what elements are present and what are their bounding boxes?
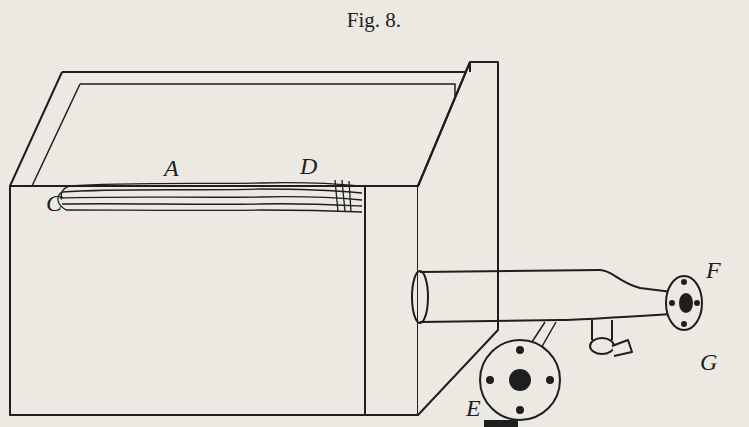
end-panel-top bbox=[365, 62, 470, 186]
pipe bbox=[420, 270, 672, 292]
rim-line bbox=[10, 72, 62, 186]
part-letter: D bbox=[300, 154, 317, 178]
trough-front bbox=[10, 186, 365, 415]
part-letter: F bbox=[706, 258, 721, 282]
part-letter: A bbox=[164, 156, 179, 180]
part-letter: C bbox=[46, 191, 62, 215]
flange bbox=[666, 276, 702, 330]
figure-title: Fig. 8. bbox=[347, 10, 401, 31]
flange bbox=[480, 340, 560, 420]
valve-body bbox=[590, 338, 614, 354]
part-letter: G bbox=[700, 350, 717, 374]
end-panel bbox=[365, 186, 418, 415]
part-letter: E bbox=[466, 396, 481, 420]
inner-wall bbox=[80, 84, 455, 190]
fibre-bundle bbox=[58, 180, 362, 212]
flange-hole bbox=[510, 370, 530, 390]
scale-mark bbox=[484, 420, 518, 427]
rim-line bbox=[62, 71, 468, 73]
valve-handle bbox=[612, 340, 632, 356]
pipe bbox=[420, 314, 672, 322]
inner-wall bbox=[32, 84, 80, 186]
flange-hole bbox=[680, 294, 692, 312]
pipe-mouth bbox=[412, 271, 428, 323]
